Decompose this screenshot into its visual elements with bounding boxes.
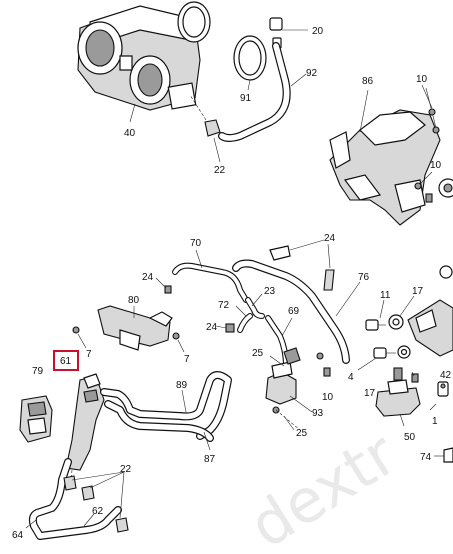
callout-92: 92 <box>306 68 318 79</box>
callout-23: 23 <box>264 286 276 297</box>
hose-64 <box>25 519 37 529</box>
callout-93: 93 <box>312 408 324 419</box>
callout-50: 50 <box>404 432 416 443</box>
hose-89-87 <box>100 371 232 451</box>
callout-10-lower: 10 <box>322 392 334 403</box>
callout-80: 80 <box>128 295 140 306</box>
fastener-42 <box>429 381 449 411</box>
callout-40: 40 <box>124 128 136 139</box>
callout-87: 87 <box>204 454 216 465</box>
hose-23 <box>245 293 265 319</box>
callout-89: 89 <box>176 380 188 391</box>
callout-24-b: 24 <box>324 233 336 244</box>
mount-50 <box>375 367 421 427</box>
callout-22-lower: 22 <box>120 464 132 475</box>
bracket-93 <box>265 347 331 431</box>
callout-10-upper-a: 10 <box>416 74 428 85</box>
watermark-text: dextr <box>238 419 409 554</box>
callout-74: 74 <box>420 452 432 463</box>
callout-76: 76 <box>358 272 370 283</box>
module-79 <box>19 395 53 443</box>
callout-69: 69 <box>288 306 300 317</box>
callout-61: 61 <box>60 356 72 367</box>
clips-22-lower <box>63 471 129 533</box>
callout-61-highlight-box <box>53 350 79 371</box>
callout-25-upper: 25 <box>252 348 264 359</box>
callout-72: 72 <box>218 300 230 311</box>
bolt-24-left <box>215 323 235 333</box>
callout-24-c: 24 <box>206 322 218 333</box>
callout-11: 11 <box>380 290 391 301</box>
bracket-assembly-86 <box>329 84 453 226</box>
hose-62 <box>28 458 122 540</box>
callout-1: 1 <box>432 416 438 427</box>
callout-91: 91 <box>240 93 252 104</box>
washer-10 <box>397 345 411 359</box>
throttle-body-assembly <box>77 5 201 123</box>
mount-bracket-right <box>407 265 453 357</box>
hose-72 <box>235 305 253 333</box>
clamp-91 <box>177 1 267 91</box>
clip-22-upper <box>189 94 221 163</box>
callout-17-lower: 17 <box>364 388 376 399</box>
bolt-11 <box>365 299 386 331</box>
callout-7-right: 7 <box>184 354 190 365</box>
callout-20: 20 <box>312 26 324 37</box>
callout-62: 62 <box>92 506 104 517</box>
callout-42: 42 <box>440 370 452 381</box>
callout-24-a: 24 <box>142 272 154 283</box>
hose-70 <box>155 249 249 303</box>
callout-70: 70 <box>190 238 202 249</box>
module-61 <box>65 373 105 491</box>
bolt-4 <box>357 347 396 371</box>
callout-22-upper: 22 <box>214 165 226 176</box>
callout-7-left: 7 <box>86 349 92 360</box>
bracket-80 <box>72 305 185 353</box>
hose-74 <box>434 447 453 463</box>
washer-17-upper <box>388 295 415 330</box>
hose-92 <box>218 42 307 142</box>
callout-labels: 20 92 91 40 22 86 10 10 24 70 24 23 76 1… <box>12 26 452 541</box>
callout-17-upper: 17 <box>412 286 424 297</box>
clip-24-upper <box>269 239 335 291</box>
callout-64: 64 <box>12 530 24 541</box>
hose-76 <box>232 259 361 364</box>
callout-25-lower: 25 <box>296 428 308 439</box>
callout-4: 4 <box>348 372 354 383</box>
fastener-10-lower <box>411 371 419 383</box>
callout-79: 79 <box>32 366 44 377</box>
callout-10-upper-b: 10 <box>430 160 442 171</box>
callout-86: 86 <box>362 76 374 87</box>
